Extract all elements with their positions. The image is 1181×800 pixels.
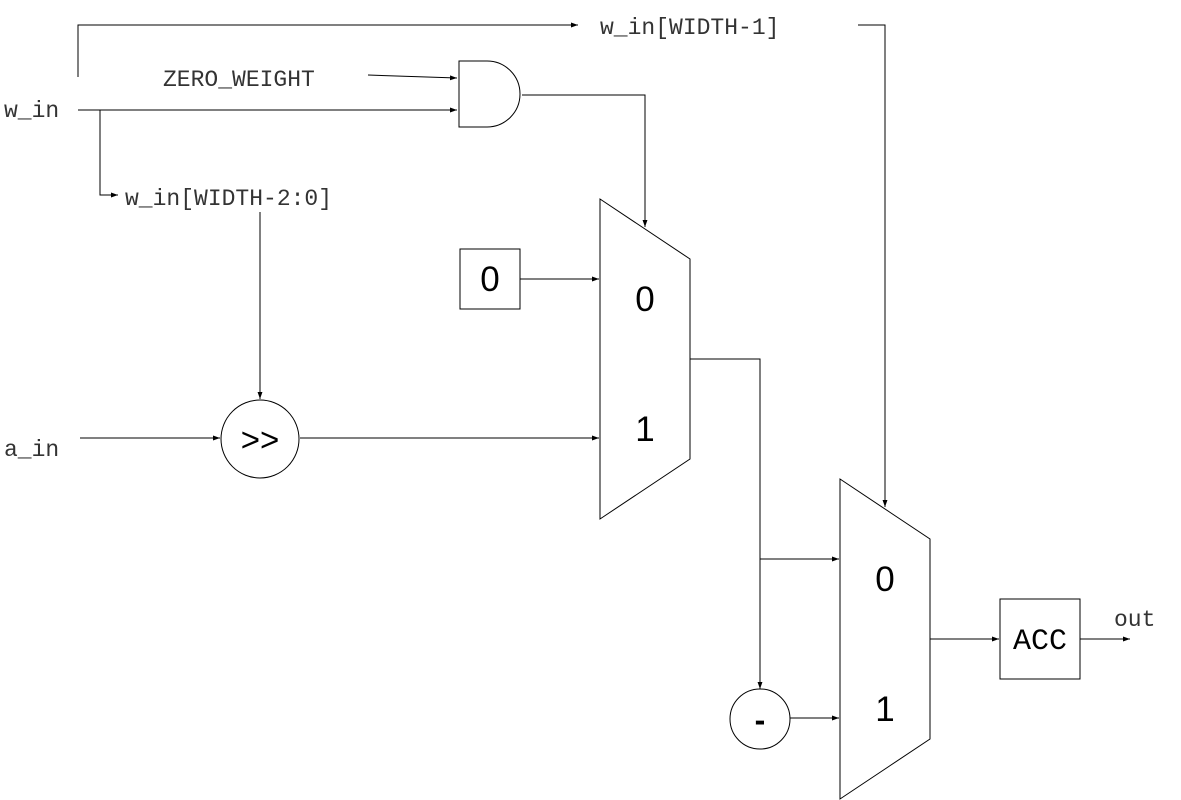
a-in-label: a_in (4, 437, 59, 463)
wire-signbit-to-mux2-select (858, 24, 888, 507)
mux1 (599, 198, 691, 520)
shifter-circle (220, 399, 300, 479)
wire-mux1-to-mux2 (690, 358, 839, 562)
accumulator-box (999, 598, 1081, 680)
and-gate (458, 60, 521, 128)
wire-win-to-magnitude (99, 110, 118, 198)
out-label: out (1114, 607, 1155, 633)
wire-win-to-signbit (77, 22, 578, 77)
const-zero-label: 0 (480, 260, 499, 299)
negate-circle (729, 688, 791, 750)
negate-label: - (755, 702, 766, 738)
accumulator-label: ACC (1013, 625, 1067, 659)
mux1-input1-label: 1 (635, 410, 654, 449)
sign-bit-label: w_in[WIDTH-1] (600, 15, 779, 41)
shifter-label: >> (241, 421, 280, 458)
mux2 (839, 478, 931, 800)
wire-and-to-mux1-select (522, 94, 648, 227)
magnitude-label: w_in[WIDTH-2:0] (125, 186, 332, 212)
mux2-input1-label: 1 (875, 690, 894, 729)
mux1-input0-label: 0 (635, 280, 654, 319)
const-zero-box (459, 248, 521, 310)
zero-weight-label: ZERO_WEIGHT (163, 67, 315, 93)
mux2-input0-label: 0 (875, 560, 894, 599)
wire-zeroweight-to-and (367, 74, 458, 81)
w-in-label: w_in (4, 98, 59, 124)
